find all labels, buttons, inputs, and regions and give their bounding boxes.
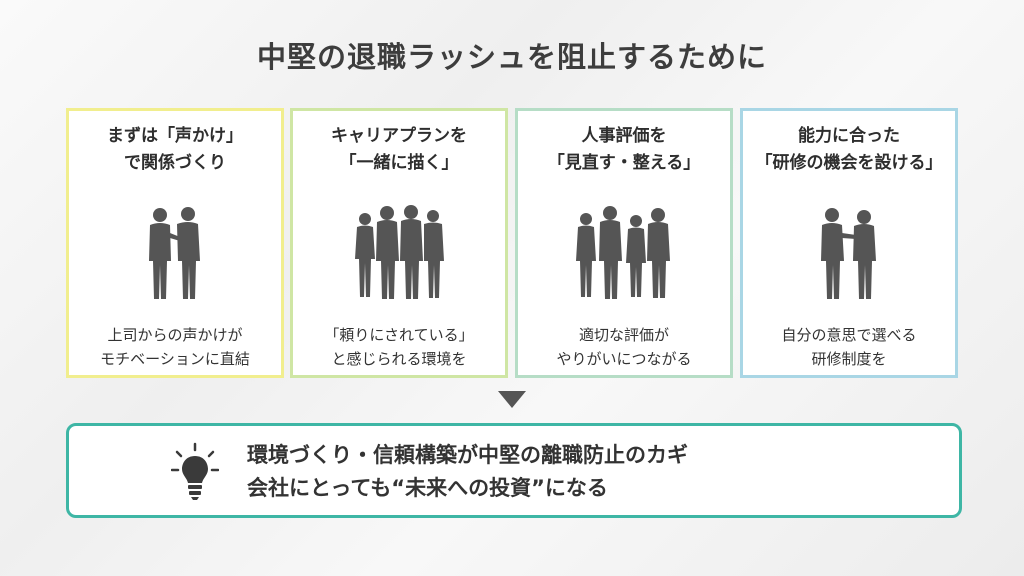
down-arrow-icon <box>498 391 526 408</box>
card-heading: 人事評価を 「見直す・整える」 <box>547 126 701 173</box>
card-training: 能力に合った 「研修の機会を設ける」 自分の意思で選べる 研修制度を <box>740 108 958 378</box>
card-description: 「頼りにされている」 と感じられる環境を <box>324 326 474 368</box>
card-description: 自分の意思で選べる 研修制度を <box>781 326 917 368</box>
team-meeting-icon <box>574 203 674 303</box>
card-description: 上司からの声かけが モチベーションに直結 <box>100 326 250 368</box>
card-description: 適切な評価が やりがいにつながる <box>556 326 692 368</box>
card-heading: 能力に合った 「研修の機会を設ける」 <box>755 126 943 173</box>
card-career-plan: キャリアプランを 「一緒に描く」 「頼りにされている」 と感じられる環境を <box>290 108 508 378</box>
conclusion-box: 環境づくり・信頼構築が中堅の離職防止のカギ 会社にとっても“未来への投資”になる <box>66 423 962 518</box>
lightbulb-icon <box>170 442 220 506</box>
page-title: 中堅の退職ラッシュを阻止するために <box>256 40 767 74</box>
card-voice: まずは「声かけ」 で関係づくり 上司からの声かけが モチベーションに直結 <box>66 108 284 378</box>
card-heading: まずは「声かけ」 で関係づくり <box>107 126 243 173</box>
conclusion-text: 環境づくり・信頼構築が中堅の離職防止のカギ 会社にとっても“未来への投資”になる <box>247 443 688 500</box>
group-discussion-icon <box>351 203 447 303</box>
two-people-talking-icon <box>140 203 210 303</box>
card-evaluation: 人事評価を 「見直す・整える」 適切な評価が やりがいにつながる <box>515 108 733 378</box>
handshake-people-icon <box>814 203 884 303</box>
card-heading: キャリアプランを 「一緒に描く」 <box>331 126 467 173</box>
